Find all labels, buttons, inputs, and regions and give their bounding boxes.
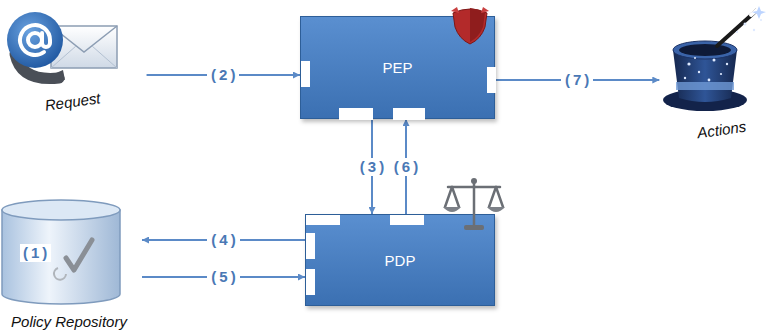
box-notch: [306, 269, 315, 295]
scales-icon: [442, 175, 506, 233]
step-number: (7): [561, 71, 593, 89]
box-title: PEP: [382, 59, 412, 76]
box-notch: [390, 215, 424, 225]
step-number: (5): [207, 268, 239, 286]
policy-repository-node: Policy Repository: [0, 196, 142, 330]
box-notch: [487, 67, 496, 93]
callout-number: (1): [20, 244, 51, 262]
box-notch: [393, 108, 425, 120]
request-icon: [0, 6, 127, 88]
box-notch: [306, 215, 340, 225]
step-number: (3): [356, 158, 388, 176]
step-number: (2): [207, 66, 239, 84]
step-number: (4): [207, 231, 239, 249]
box-notch: [301, 61, 310, 87]
step-number: (6): [390, 158, 422, 176]
box-notch: [339, 108, 373, 120]
icon-caption: Request: [0, 83, 147, 120]
magic-hat-icon: [659, 2, 767, 116]
icon-caption: Actions: [659, 112, 779, 146]
shield-icon: [451, 3, 489, 45]
request-node: Request: [0, 6, 147, 110]
pep-box: PEP: [300, 16, 495, 119]
database-icon: [0, 196, 126, 308]
icon-caption: Policy Repository: [0, 313, 142, 330]
box-notch: [306, 233, 315, 259]
box-title: PDP: [385, 252, 416, 269]
pdp-box: PDP: [305, 214, 495, 306]
actions-node: Actions: [659, 2, 779, 138]
